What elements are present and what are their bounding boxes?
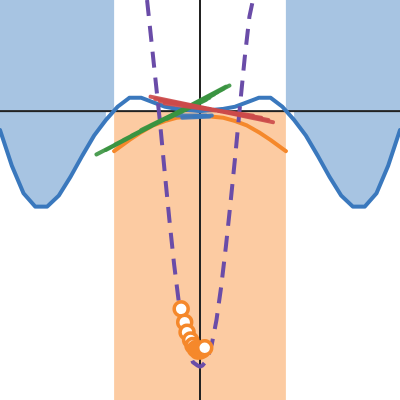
tangent-segment-red [162,101,255,118]
tangent-segment-blue_line [192,113,214,119]
series-line-2 [145,0,255,369]
data-point [195,339,214,357]
shaded-region-2 [285,0,400,112]
blue-fill-right [294,111,400,207]
blue-fill-left [0,111,106,207]
series-line-0 [0,95,400,209]
series-markers [172,300,214,360]
tangent-segments [94,83,275,157]
tangent-segment-green [165,98,208,121]
shaded-region-1 [0,0,115,112]
